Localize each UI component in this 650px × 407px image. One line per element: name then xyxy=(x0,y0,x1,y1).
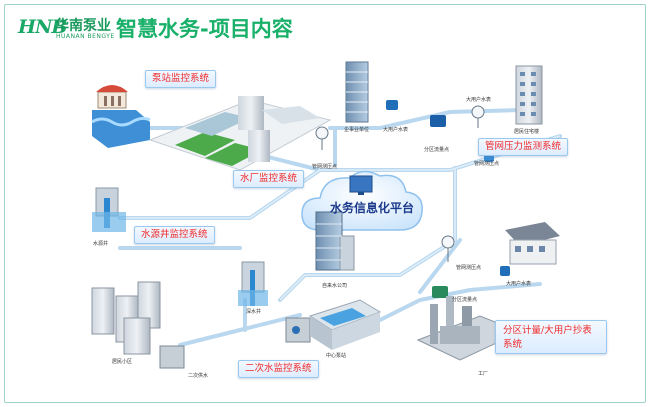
water-company-office-illustration xyxy=(315,211,355,271)
label-pipe-point-3: 管网测压点 xyxy=(456,265,482,271)
label-factory: 工厂 xyxy=(478,371,489,377)
page-title: 智慧水务-项目内容 xyxy=(116,17,293,41)
label-residential-2: 居民小区 xyxy=(112,359,133,365)
pump-station-illustration xyxy=(91,85,151,148)
callout-water-plant: 水厂监控系统 xyxy=(233,170,305,188)
label-pump-room: 中心泵站 xyxy=(326,353,347,359)
label-zone-meter-1: 分区流量点 xyxy=(424,147,450,153)
callout-pipe-pressure: 管网压力监测系统 xyxy=(478,138,569,156)
callout-zone-metering: 分区计量/大用户抄表系统 xyxy=(495,320,607,354)
flow-meter-icons xyxy=(386,100,510,298)
label-pipe-point-1: 管网测压点 xyxy=(312,164,338,170)
water-well-illustration xyxy=(92,187,126,232)
water-plant-illustration xyxy=(148,96,332,171)
slide-frame xyxy=(4,4,646,403)
label-big-user-meter-3: 大用户水表 xyxy=(506,281,532,287)
logo-mark: HNB xyxy=(18,16,67,38)
central-pump-room-illustration xyxy=(308,299,382,350)
residential-blocks-illustration xyxy=(91,281,161,355)
secondary-pump-illustration xyxy=(159,317,311,369)
logo-chinese-name: 华南泵业 xyxy=(55,18,111,34)
pressure-gauge-icons xyxy=(315,105,485,262)
label-big-user-meter-2: 大用户水表 xyxy=(466,97,492,103)
logo-english-name: HUANAN BENGYE xyxy=(56,33,115,40)
label-big-user-meter-1: 大用户水表 xyxy=(383,127,409,133)
factory-illustration xyxy=(416,296,522,361)
residential-tower-illustration xyxy=(515,65,543,125)
deep-well-illustration xyxy=(238,261,268,306)
callout-pump-station: 泵站监控系统 xyxy=(145,70,217,88)
label-enterprise: 企事业单位 xyxy=(344,127,370,133)
label-secondary-supply: 二次供水 xyxy=(188,373,209,379)
label-residential-1: 居民住宅楼 xyxy=(514,129,540,135)
label-zone-meter-2: 分区流量点 xyxy=(452,297,478,303)
label-pipe-point-2: 管网测压点 xyxy=(474,161,500,167)
label-deep-well: 深水井 xyxy=(246,309,262,315)
label-office: 自来水公司 xyxy=(322,283,348,289)
callout-water-well: 水源井监控系统 xyxy=(134,226,215,244)
enterprise-building-illustration xyxy=(345,61,369,123)
callout-secondary-supply: 二次水监控系统 xyxy=(238,360,319,378)
villa-illustration xyxy=(505,222,560,265)
label-water-well: 水源井 xyxy=(93,241,109,247)
platform-label: 水务信息化平台 xyxy=(330,201,415,215)
